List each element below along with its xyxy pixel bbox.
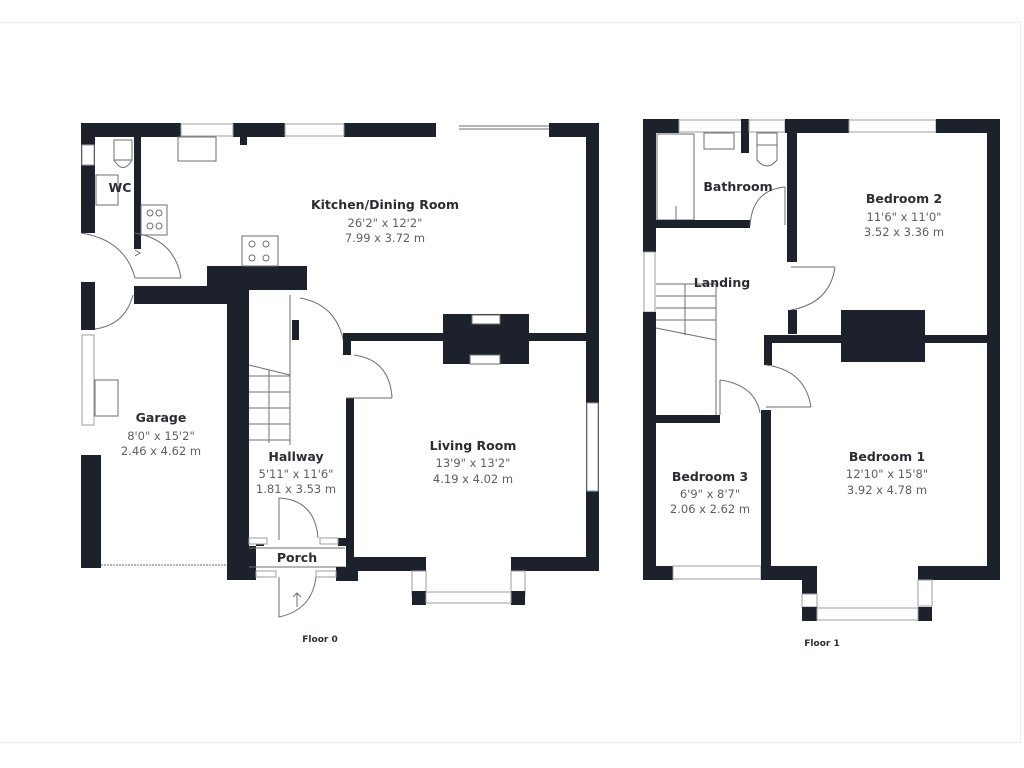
room-dim-metric: 2.06 x 2.62 m — [670, 502, 750, 516]
room-name: Garage — [136, 410, 187, 425]
room-dim-imperial: 13'9" x 13'2" — [436, 456, 511, 470]
staircase-floor-0 — [248, 295, 291, 445]
room-dim-imperial: 6'9" x 8'7" — [680, 487, 740, 501]
floorplan-frame — [0, 22, 1021, 743]
room-name: Bedroom 3 — [672, 469, 748, 484]
room-dim-imperial: 8'0" x 15'2" — [127, 429, 195, 443]
room-dim-imperial: 26'2" x 12'2" — [348, 216, 423, 230]
room-name: Hallway — [268, 449, 323, 464]
floor-0-labels: Kitchen/Dining Room 26'2" x 12'2" 7.99 x… — [109, 180, 517, 645]
floor-label: Floor 1 — [804, 639, 839, 649]
room-dim-metric: 4.19 x 4.02 m — [433, 472, 513, 486]
floor-1-plan — [643, 119, 1000, 621]
room-dim-imperial: 5'11" x 11'6" — [259, 467, 334, 481]
staircase-floor-1 — [655, 283, 717, 415]
room-dim-metric: 2.46 x 4.62 m — [121, 444, 201, 458]
room-name: Landing — [694, 275, 750, 290]
room-dim-metric: 7.99 x 3.72 m — [345, 231, 425, 245]
floor-label: Floor 0 — [302, 635, 337, 645]
room-name: Porch — [277, 550, 317, 565]
room-dim-metric: 3.52 x 3.36 m — [864, 225, 944, 239]
floor-1-labels: Bathroom Bedroom 2 11'6" x 11'0" 3.52 x … — [670, 179, 944, 649]
room-name: Bedroom 2 — [866, 191, 942, 206]
room-name: Living Room — [430, 438, 517, 453]
room-dim-metric: 3.92 x 4.78 m — [847, 483, 927, 497]
room-name: Bedroom 1 — [849, 449, 925, 464]
room-name: WC — [109, 180, 132, 195]
room-dim-imperial: 11'6" x 11'0" — [867, 210, 942, 224]
room-name: Bathroom — [703, 179, 772, 194]
floor-0-plan — [80, 123, 599, 618]
room-dim-imperial: 12'10" x 15'8" — [846, 467, 928, 481]
room-name: Kitchen/Dining Room — [311, 197, 459, 212]
room-dim-metric: 1.81 x 3.53 m — [256, 482, 336, 496]
